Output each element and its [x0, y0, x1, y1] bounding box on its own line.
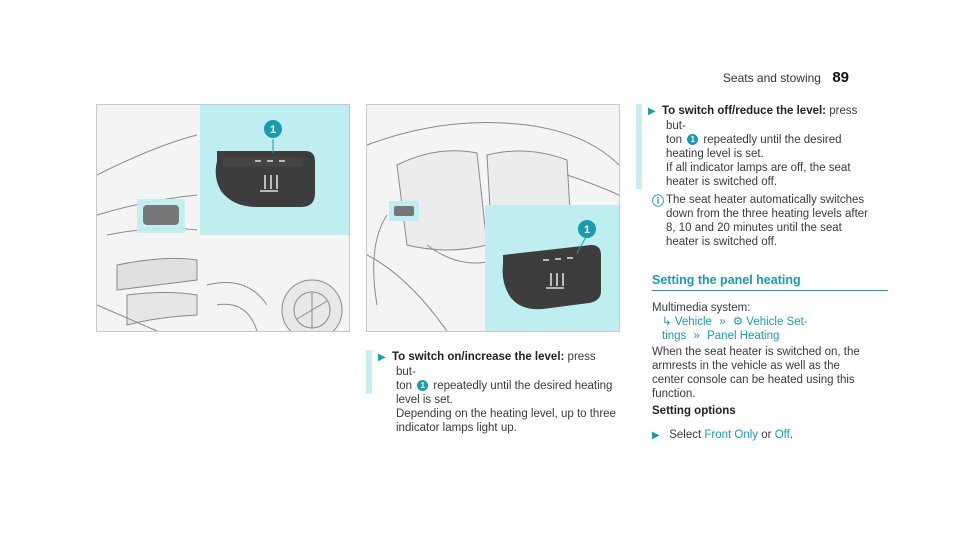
rear-seat-illustration: 1: [367, 122, 619, 331]
step-text: Select: [669, 429, 702, 441]
options-title-text: Setting options: [652, 405, 736, 417]
right-column: ▶ To switch off/reduce the level: press b…: [636, 104, 888, 443]
step-title: To switch on/increase the level:: [392, 351, 565, 363]
page-number: 89: [832, 69, 849, 86]
menu-vehicle-settings-link[interactable]: Vehicle Set-: [746, 316, 808, 328]
menu-intro: Multimedia system:: [652, 302, 751, 314]
door-panel-figure: 1: [96, 104, 350, 332]
option-off[interactable]: Off: [774, 429, 790, 441]
setting-options-title: Setting options: [652, 404, 868, 418]
period: .: [789, 429, 794, 441]
double-chevron-icon: »: [719, 316, 726, 328]
note-text: The seat heater automatically switches d…: [666, 194, 869, 248]
info-icon: ⓘ: [652, 194, 665, 208]
menu-vehicle-link[interactable]: Vehicle: [674, 316, 712, 328]
section-title-panel-heating: Setting the panel heating: [652, 273, 888, 291]
step-text: Depending on the heating level, up to th…: [396, 408, 616, 434]
panel-heating-body: Multimedia system: ↳ Vehicle » ⚙ Vehicle…: [652, 301, 868, 443]
callout-badge: 1: [687, 134, 699, 145]
step-text: press but-: [396, 351, 596, 378]
option-front-only[interactable]: Front Only: [704, 429, 759, 441]
step-text: or: [761, 429, 772, 441]
step-arrow-icon: ▶: [652, 430, 660, 441]
menu-panel-heating-link[interactable]: Panel Heating: [707, 330, 780, 342]
step-text: ton: [666, 134, 682, 146]
switch-on-instructions: ▶ To switch on/increase the level: press …: [366, 350, 618, 434]
double-chevron-icon: »: [693, 330, 700, 342]
step-select-option: ▶ Select Front Only or Off.: [652, 428, 868, 443]
step-arrow-icon: ▶: [648, 106, 656, 117]
step-text: press but-: [666, 105, 858, 132]
switch-off-block: ▶ To switch off/reduce the level: press b…: [636, 104, 868, 189]
section-name: Seats and stowing: [722, 71, 821, 85]
rear-seat-figure: 1: [366, 104, 620, 332]
step-switch-off: ▶ To switch off/reduce the level: press b…: [648, 104, 868, 189]
page-header: Seats and stowing 89: [723, 69, 849, 86]
step-title: To switch off/reduce the level:: [662, 105, 827, 117]
menu-path: ↳ Vehicle » ⚙ Vehicle Set- tings » Panel…: [652, 315, 868, 343]
callout-number: 1: [270, 124, 276, 136]
menu-path-arrow-icon: ↳: [662, 316, 672, 328]
settings-icon: ⚙: [732, 316, 744, 328]
callout-number: 1: [584, 224, 590, 236]
step-text: repeatedly until the desired heating lev…: [666, 134, 842, 160]
door-panel-illustration: 1: [97, 105, 349, 331]
step-text: repeatedly until the desired heating lev…: [396, 380, 613, 406]
step-text: If all indicator lamps are off, the seat…: [666, 162, 851, 188]
step-arrow-icon: ▶: [378, 352, 386, 363]
step-switch-on: ▶ To switch on/increase the level: press …: [378, 350, 618, 435]
step-text: ton: [396, 380, 412, 392]
callout-badge: 1: [417, 380, 429, 391]
info-note: ⓘ The seat heater automatically switches…: [652, 193, 868, 249]
panel-heating-description: When the seat heater is switched on, the…: [652, 346, 860, 400]
menu-vehicle-settings-link-cont[interactable]: tings: [662, 330, 687, 342]
